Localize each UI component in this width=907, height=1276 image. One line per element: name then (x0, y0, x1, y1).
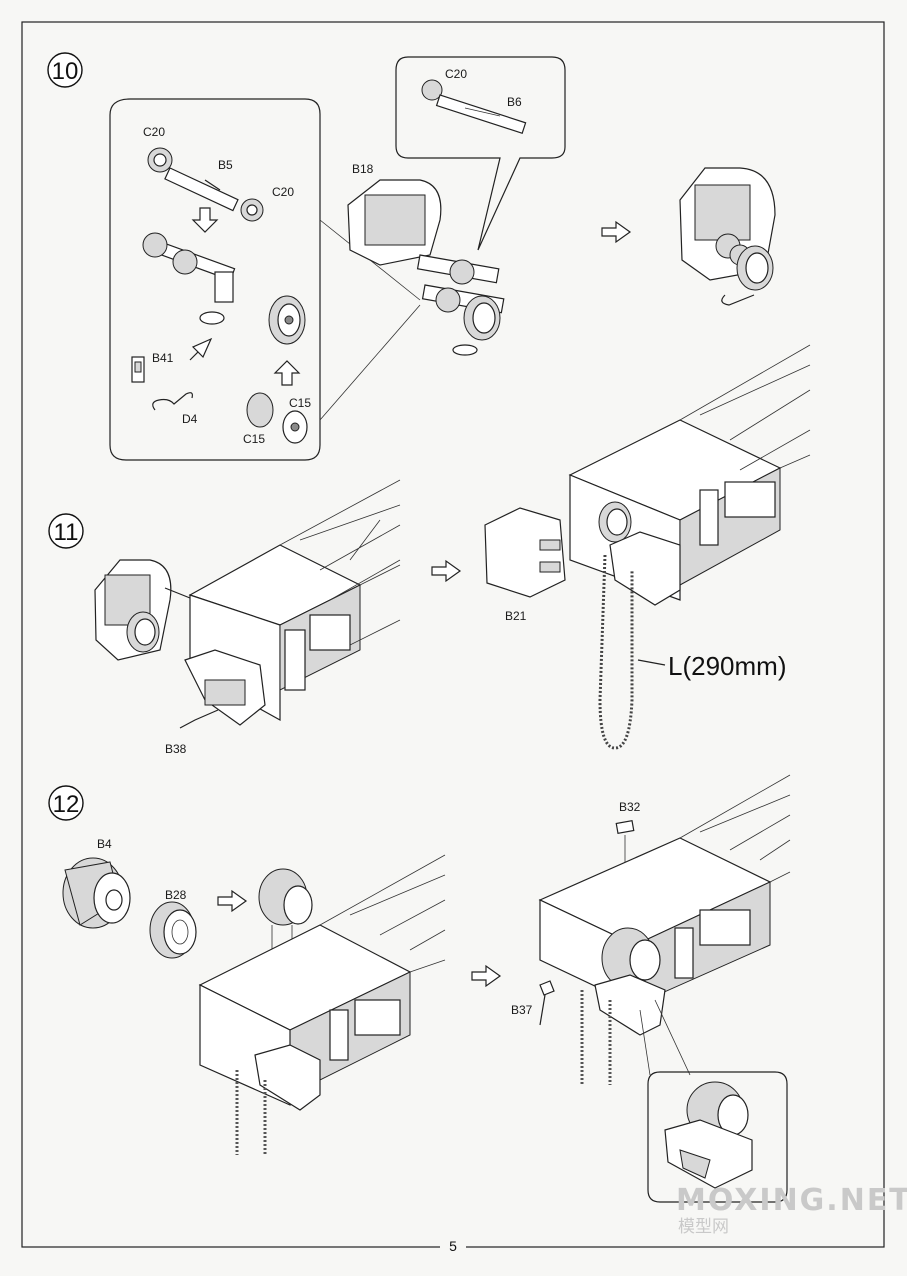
trolley-12-left (198, 854, 446, 1111)
label-b5: B5 (218, 158, 233, 172)
gearbox-completed (679, 167, 776, 306)
label-b6: B6 (507, 95, 522, 109)
label-b18: B18 (352, 162, 374, 176)
step-12-badge (48, 785, 84, 821)
label-b38: B38 (165, 742, 187, 756)
cover-b21 (484, 507, 566, 598)
arrow-right-10 (601, 220, 632, 244)
arrow-right-12b (471, 964, 502, 988)
step-12-number: 12 (53, 791, 80, 818)
watermark-subtext: 模型网 (678, 1217, 729, 1237)
part-b32 (615, 819, 635, 835)
watermark: MOXING.NET 模型网 (676, 1183, 907, 1237)
part-d4 (152, 392, 193, 411)
trolley-boom-11 (184, 479, 401, 726)
label-b32: B32 (619, 800, 641, 814)
chain-12-left (235, 1070, 267, 1155)
step-10: 10 C20 B5 C20 (47, 52, 776, 461)
arrow-up (273, 360, 301, 386)
label-b41: B41 (152, 351, 174, 365)
shaft-b5 (147, 147, 264, 222)
page-number: 5 (449, 1238, 457, 1254)
label-b28: B28 (165, 888, 187, 902)
step-11-number: 11 (54, 519, 79, 546)
part-b41 (131, 356, 145, 383)
motor-assembled (258, 868, 313, 926)
trolley-chain-11 (568, 344, 811, 606)
label-b4: B4 (97, 837, 112, 851)
label-b21: B21 (505, 609, 527, 623)
trolley-12-right (538, 774, 791, 1036)
label-b37: B37 (511, 1003, 533, 1017)
arrow-right-11 (431, 559, 462, 583)
label-c15-a: C15 (289, 396, 311, 410)
step-12: 12 B4 B28 (48, 774, 791, 1203)
motor-detail-callout (639, 999, 788, 1203)
pulley-wheel (268, 295, 306, 345)
label-c15-b: C15 (243, 432, 265, 446)
page-number-bg (440, 1236, 466, 1256)
label-c20-c: C20 (445, 67, 467, 81)
part-b38-hook (179, 709, 219, 729)
gearbox-insert (94, 559, 191, 661)
step-10-badge (47, 52, 83, 88)
arrow-up-diag (189, 337, 213, 361)
label-c20-b: C20 (272, 185, 294, 199)
motor-b4 (62, 857, 131, 929)
gearbox-b18: B18 (347, 162, 505, 356)
part-c15-pair (246, 392, 308, 444)
step-10-number: 10 (52, 58, 79, 85)
shaft-b6-callout: C20 B6 (395, 56, 566, 251)
label-c20-a: C20 (143, 125, 165, 139)
arrow-down (191, 207, 219, 233)
assembled-shaft (142, 232, 236, 325)
part-b37 (539, 980, 555, 996)
chain-length-label: L(290mm) (668, 651, 786, 681)
label-d4: D4 (182, 412, 198, 426)
gear-shaft-callout: C20 B5 C20 (109, 98, 421, 461)
watermark-text: MOXING.NET (676, 1183, 907, 1218)
step-11-badge (48, 513, 84, 549)
cap-b28 (149, 901, 197, 959)
step-11: 11 B38 B21 (48, 344, 811, 756)
arrow-right-12a (217, 889, 248, 913)
